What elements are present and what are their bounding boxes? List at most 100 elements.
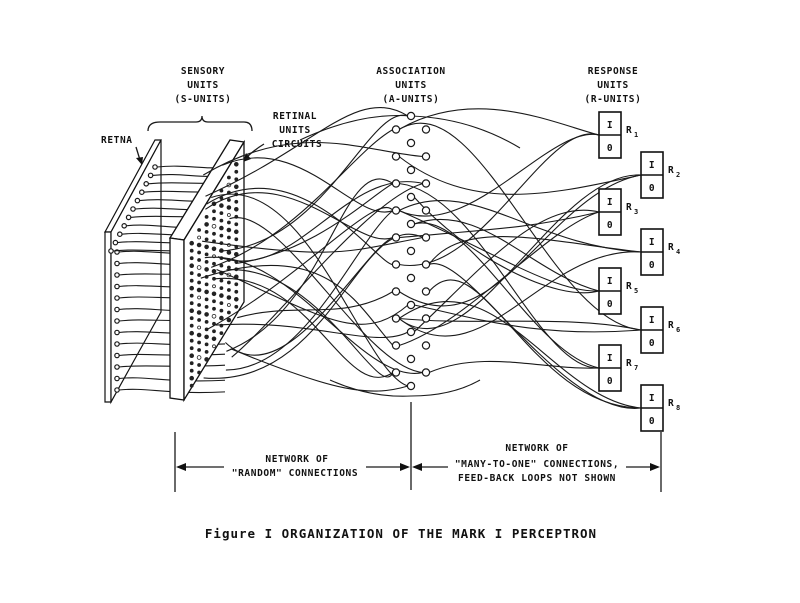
retina-wire — [118, 388, 226, 394]
sensory-unit-dot — [211, 224, 217, 229]
response-unit-subscript: 8 — [676, 404, 680, 412]
sensory-unit-dot — [204, 312, 209, 317]
sensory-unit-dot — [226, 198, 231, 202]
random-connection-wire — [203, 141, 424, 176]
figure-caption: Figure I ORGANIZATION OF THE MARK I PERC… — [205, 526, 597, 541]
sensory-unit-dot — [226, 280, 231, 285]
sensory-unit-dot — [197, 363, 202, 367]
sensory-unit-dot — [212, 306, 216, 311]
retina-sensor-dot — [114, 364, 120, 370]
sensory-unit-dot — [212, 276, 216, 281]
sensory-label-line2: UNITS — [187, 80, 219, 91]
association-unit-node — [406, 219, 416, 229]
sensory-unit-dot — [197, 325, 202, 330]
retinal-label-line2: UNITS — [279, 125, 311, 136]
sensory-unit-dot — [204, 334, 209, 340]
response-label-line3: (R-UNITS) — [585, 94, 642, 105]
sensory-unit-dot — [189, 256, 194, 261]
response-unit-subscript: 7 — [634, 364, 638, 372]
many-network-line3: FEED-BACK LOOPS NOT SHOWN — [458, 473, 616, 484]
sensory-unit-dot — [226, 235, 231, 240]
many-to-one-wire — [398, 122, 642, 331]
sensory-unit-dot — [234, 296, 239, 302]
many-arrowhead-right — [650, 463, 660, 471]
retina-sensor-dot — [114, 352, 120, 359]
many-to-one-wire — [398, 211, 600, 347]
retina-arrowhead — [136, 157, 143, 165]
random-connection-wire — [206, 187, 394, 266]
sensory-unit-dot — [204, 259, 209, 264]
sensory-label-line3: (S-UNITS) — [175, 94, 232, 105]
sensory-unit-dot — [189, 353, 195, 359]
retina-sensor-dot — [114, 387, 120, 393]
random-connection-wire — [219, 114, 409, 252]
retina-sensor-dot — [130, 206, 136, 212]
sensory-unit-dot — [219, 278, 224, 283]
retina-wire — [118, 364, 226, 368]
retinal-label-line3: CIRCUITS — [272, 139, 323, 150]
random-connection-wire — [226, 269, 394, 378]
response-unit-name: R — [626, 202, 632, 213]
random-connection-wire — [200, 264, 394, 346]
sensory-unit-dot — [226, 250, 232, 255]
many-to-one-wire — [398, 133, 600, 267]
sensory-unit-dot — [212, 231, 216, 236]
sensory-unit-dot — [189, 346, 194, 351]
sensory-unit-dot — [219, 293, 224, 298]
retina-sensor-dot — [114, 318, 120, 324]
response-unit-name: R — [626, 125, 632, 136]
sensory-unit-dot — [234, 289, 239, 294]
response-unit-on-state: I — [607, 120, 613, 131]
retina-sensor-dot — [147, 172, 154, 179]
random-connection-wire — [225, 210, 394, 371]
many-to-one-wire — [398, 200, 642, 253]
sensory-unit-dot — [204, 357, 209, 362]
sensory-unit-dot — [204, 252, 209, 257]
association-unit-node — [391, 368, 401, 377]
retina-sensor-dot — [114, 295, 120, 301]
many-arrowhead-left — [412, 463, 422, 471]
association-unit-node — [406, 246, 416, 256]
many-to-one-wire — [398, 209, 600, 292]
sensory-unit-dot — [212, 344, 216, 349]
many-to-one-wire — [413, 196, 600, 294]
sensory-unit-dot — [189, 330, 195, 336]
random-connection-wire — [211, 193, 409, 387]
sensory-unit-dot — [189, 240, 195, 246]
response-unit-name: R — [626, 281, 632, 292]
sensory-unit-dot — [204, 229, 209, 234]
many-to-one-wire — [428, 279, 642, 409]
many-to-one-wire — [398, 174, 642, 329]
random-connection-wire — [221, 157, 394, 213]
sensory-unit-dot — [226, 205, 232, 210]
random-connection-wire — [216, 268, 409, 325]
association-unit-node — [421, 314, 431, 323]
response-unit-subscript: 1 — [634, 131, 638, 139]
sensory-unit-dot — [196, 265, 202, 270]
response-unit-on-state: I — [607, 353, 613, 364]
random-connection-wire — [205, 192, 394, 240]
response-unit-off-state: 0 — [649, 416, 655, 427]
sensory-unit-dot — [219, 263, 224, 268]
random-network-line2: "RANDOM" CONNECTIONS — [232, 468, 358, 479]
sensory-unit-dot — [204, 289, 209, 295]
sensory-unit-dot — [226, 295, 232, 300]
random-network-line1: NETWORK OF — [265, 454, 328, 465]
sensory-unit-dot — [211, 313, 217, 319]
retina-sensor-dot — [121, 223, 128, 229]
retina-sensor-dot — [108, 248, 114, 254]
sensory-unit-dot — [219, 225, 224, 231]
retinal-circuits-label: RETINAL UNITS CIRCUITS — [272, 111, 323, 150]
sensory-unit-dot — [197, 273, 202, 277]
sensory-unit-dot — [204, 342, 209, 347]
retinal-label-line1: RETINAL — [273, 111, 317, 122]
sensory-unit-dot — [234, 169, 239, 174]
retina-sensor-dot — [139, 189, 145, 196]
sensory-unit-dot — [211, 291, 217, 297]
sensory-unit-dot — [189, 263, 195, 269]
sensory-unit-dot — [189, 316, 194, 321]
sensory-unit-dot — [197, 235, 202, 240]
